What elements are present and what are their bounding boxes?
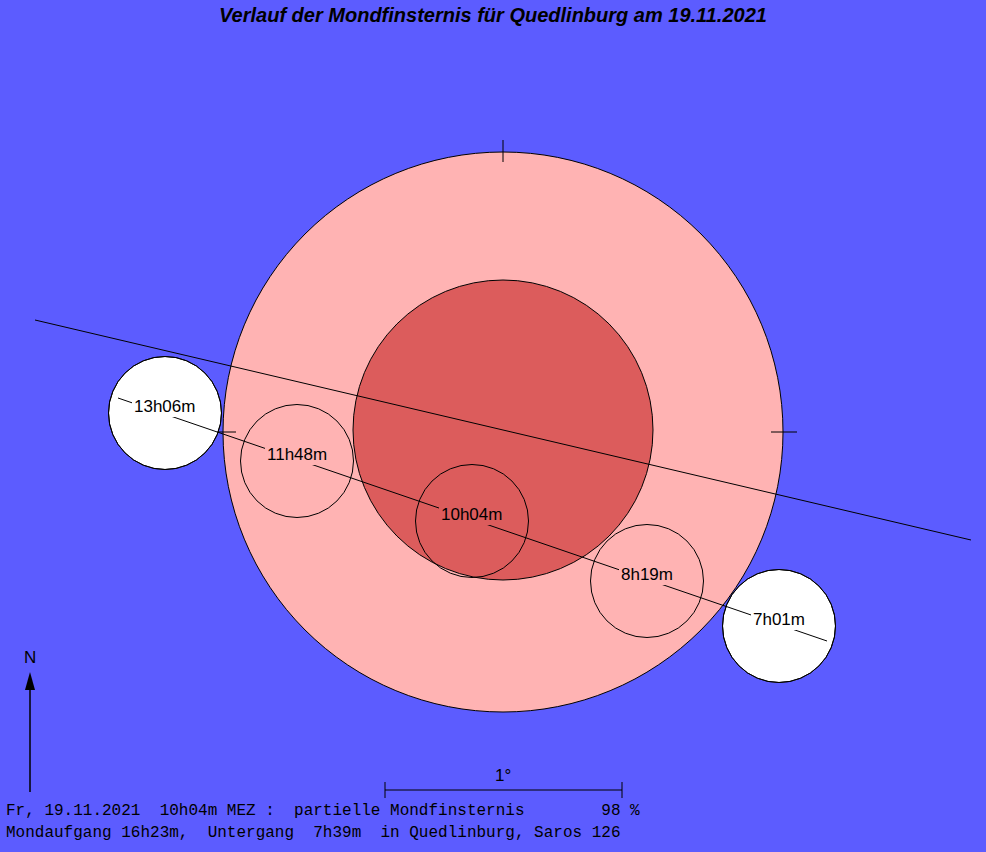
tick-mark — [771, 432, 797, 433]
north-arrow — [29, 688, 31, 792]
info-line: Fr, 19.11.2021 10h04m MEZ : partielle Mo… — [6, 801, 640, 821]
moon-circle — [109, 357, 222, 470]
scale-bar — [385, 790, 622, 791]
penumbra — [223, 152, 783, 712]
moon-circle — [723, 570, 836, 683]
ecliptic-line — [35, 320, 971, 540]
moon-disc: 13h06m — [108, 356, 222, 470]
scale-tick — [622, 782, 623, 798]
moon-disc: 11h48m — [240, 404, 354, 518]
scale-label: 1° — [495, 766, 511, 786]
moon-disc: 7h01m — [722, 569, 836, 683]
moon-circle — [591, 525, 704, 638]
north-arrowhead — [25, 672, 35, 690]
scale-tick — [385, 782, 386, 798]
diagram-title: Verlauf der Mondfinsternis für Quedlinbu… — [219, 4, 767, 27]
moon-fill — [723, 570, 836, 683]
moon-circle — [416, 465, 529, 578]
time-label: 10h04m — [439, 505, 504, 525]
time-label: 13h06m — [132, 397, 197, 417]
moon-disc: 10h04m — [415, 464, 529, 578]
tick-mark — [503, 140, 504, 162]
moon-path — [118, 398, 827, 641]
moon-fill — [109, 357, 222, 470]
time-label: 7h01m — [751, 610, 807, 630]
info-line: Mondaufgang 16h23m, Untergang 7h39m in Q… — [6, 823, 621, 843]
moon-circle — [241, 405, 354, 518]
north-label: N — [24, 648, 36, 668]
moon-disc: 8h19m — [590, 524, 704, 638]
time-label: 11h48m — [265, 445, 329, 465]
time-label: 8h19m — [619, 565, 675, 585]
